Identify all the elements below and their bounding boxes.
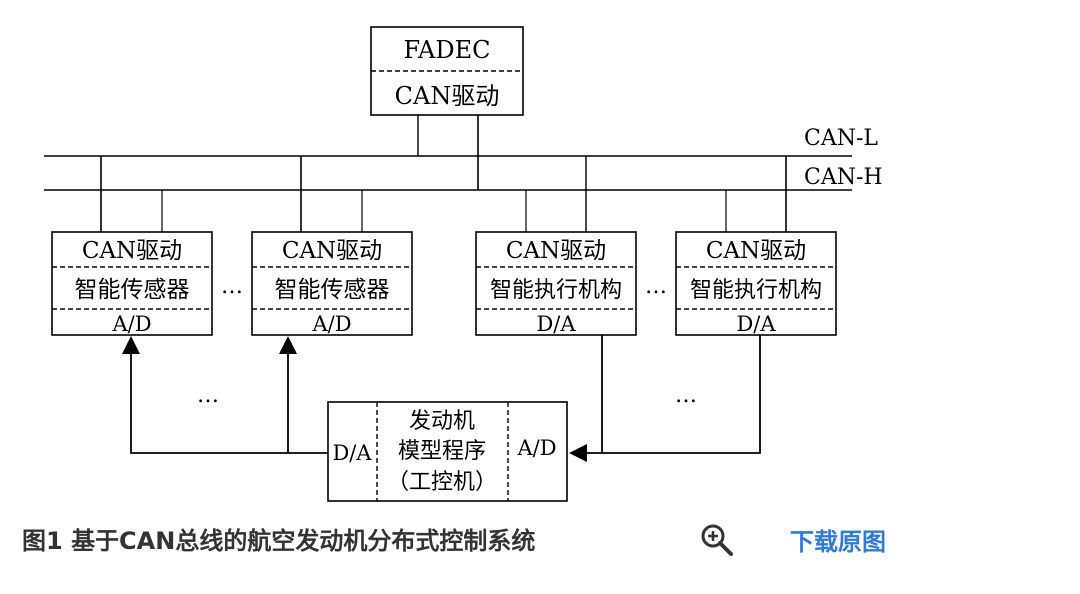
figure-label: 图1 [22, 527, 63, 555]
dots-actuator-signals: … [675, 383, 697, 408]
node-2-function: 智能传感器 [275, 277, 390, 303]
node-sensor-1: CAN驱动 智能传感器 A/D [51, 231, 213, 336]
ellipsis-actuators: … [645, 274, 667, 299]
node-3-function: 智能执行机构 [490, 278, 622, 303]
model-da-label: D/A [332, 441, 372, 465]
node-4-converter: D/A [736, 312, 776, 336]
node-connectors [100, 156, 787, 232]
can-h-label: CAN-H [804, 165, 883, 190]
arrow-from-actuator-1 [569, 335, 603, 462]
magnifier-plus-icon[interactable] [698, 521, 738, 561]
node-2-converter: A/D [311, 312, 351, 336]
node-4-driver: CAN驱动 [706, 238, 806, 264]
download-original-link[interactable]: 下载原图 [790, 528, 886, 556]
node-actuator-1: CAN驱动 智能执行机构 D/A [475, 231, 637, 336]
node-3-converter: D/A [536, 312, 576, 336]
node-2-driver: CAN驱动 [282, 238, 382, 264]
fadec-title: FADEC [403, 36, 490, 64]
node-1-function: 智能传感器 [75, 277, 190, 303]
model-ad-label: A/D [516, 436, 556, 460]
ellipsis-sensors: … [221, 274, 243, 299]
node-4-function: 智能执行机构 [690, 278, 822, 303]
line-from-actuator-2 [602, 335, 761, 454]
dots-sensor-signals: … [197, 383, 219, 408]
node-1-converter: A/D [111, 312, 151, 336]
node-sensor-2: CAN驱动 智能传感器 A/D [251, 231, 413, 336]
figure-title: 基于CAN总线的航空发动机分布式控制系统 [71, 527, 536, 555]
node-actuator-2: CAN驱动 智能执行机构 D/A [675, 231, 837, 336]
model-line-2: 模型程序 [398, 439, 486, 464]
model-line-1: 发动机 [409, 409, 475, 434]
node-1-driver: CAN驱动 [82, 238, 182, 264]
arrow-to-sensor-1 [122, 336, 328, 454]
model-line-3: （工控机） [387, 470, 497, 495]
fadec-box: FADEC CAN驱动 [370, 26, 524, 116]
engine-model-box: D/A 发动机 模型程序 （工控机） A/D [327, 401, 568, 502]
node-3-driver: CAN驱动 [506, 238, 606, 264]
fadec-driver-label: CAN驱动 [395, 82, 500, 110]
can-l-label: CAN-L [804, 126, 878, 151]
signal-arrows [122, 335, 761, 462]
figure-caption: 图1 基于CAN总线的航空发动机分布式控制系统 [22, 521, 535, 556]
